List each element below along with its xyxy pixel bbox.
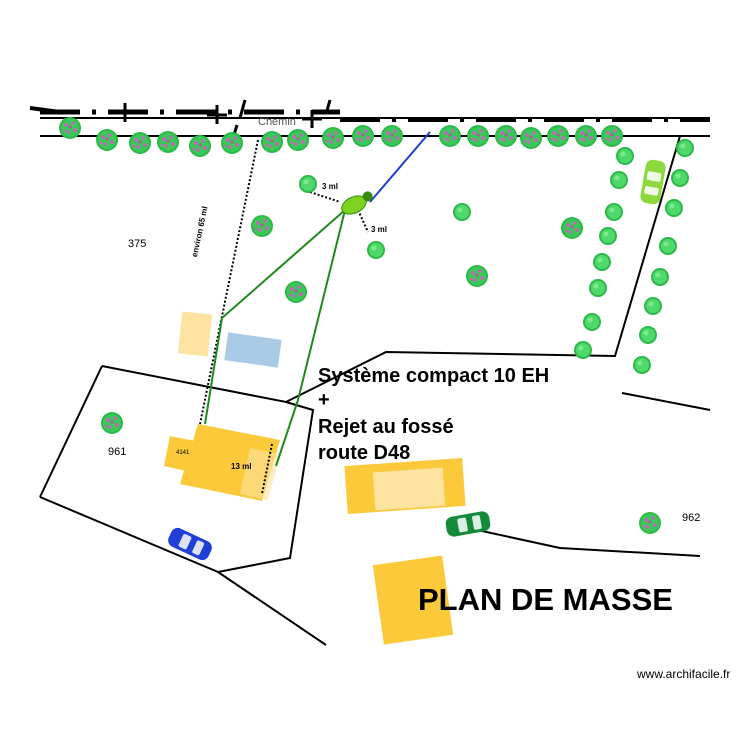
shed bbox=[177, 311, 213, 357]
measurements bbox=[199, 139, 369, 495]
parcel-961-label: 961 bbox=[108, 446, 127, 458]
neighbour-building-c bbox=[372, 555, 454, 645]
parcel-boundaries bbox=[39, 135, 711, 646]
distance-label-a: 3 ml bbox=[322, 182, 339, 191]
road-chemin bbox=[29, 99, 710, 139]
distance-label-b: 3 ml bbox=[371, 225, 388, 234]
house-code-label: 4141 bbox=[176, 450, 190, 456]
system-note-line-2: + bbox=[318, 389, 330, 411]
parcel-962-label: 962 bbox=[682, 512, 701, 524]
pipes bbox=[204, 131, 431, 467]
plan-title: PLAN DE MASSE bbox=[418, 582, 673, 617]
parcel-375-label: 375 bbox=[128, 238, 147, 250]
house-terrace bbox=[240, 448, 280, 500]
credit-link[interactable]: www.archifacile.fr bbox=[637, 667, 731, 681]
system-note-line-1: Système compact 10 EH bbox=[318, 365, 550, 387]
road-label: Chemin bbox=[258, 116, 296, 128]
neighbour-building-b bbox=[372, 467, 446, 511]
system-note-line-3: Rejet au fossé bbox=[318, 416, 454, 438]
house-wing bbox=[164, 436, 200, 472]
pool bbox=[224, 332, 282, 368]
hedge-top bbox=[59, 117, 623, 157]
system-note-line-4: route D48 bbox=[318, 442, 411, 464]
buildings bbox=[164, 311, 466, 645]
septic-tank-icon bbox=[341, 191, 373, 215]
distance-label-c: 13 ml bbox=[231, 462, 252, 471]
